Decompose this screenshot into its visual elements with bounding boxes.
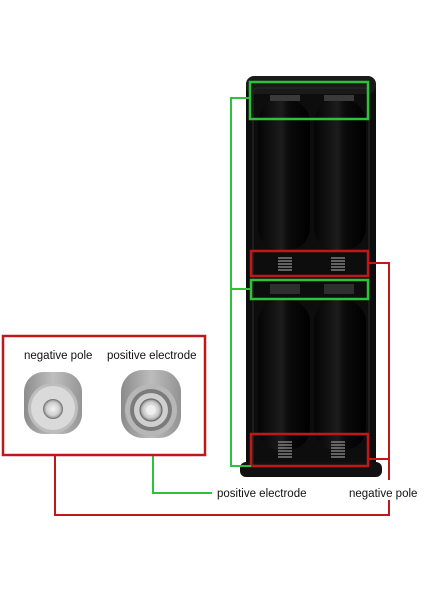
positive-label-leader: [152, 455, 212, 494]
battery-cell-lower-left: [258, 300, 310, 450]
battery-positive-electrode-image: [121, 370, 181, 438]
spring-middle-right: [331, 257, 345, 271]
positive-connector-line: [230, 97, 251, 467]
negative-label-leader: [54, 455, 390, 516]
mid-contact-left: [270, 284, 300, 294]
battery-negative-pole-image: [24, 372, 82, 434]
top-contact-left: [270, 95, 300, 101]
mid-contact-right: [324, 284, 354, 294]
battery-cell-upper-left: [258, 100, 310, 250]
positive-electrode-callout: positive electrode: [217, 488, 307, 500]
battery-cell-upper-right: [314, 100, 366, 250]
inset-positive-label: positive electrode: [107, 350, 197, 362]
battery-cell-lower-right: [314, 300, 366, 450]
spring-bottom-right: [331, 441, 345, 458]
top-contact-right: [324, 95, 354, 101]
negative-spring-box-bottom: [249, 432, 370, 468]
spring-bottom-left: [278, 441, 292, 458]
holder-top-cap: [246, 76, 376, 94]
spring-middle-left: [278, 257, 292, 271]
negative-connector-line: [368, 262, 390, 480]
positive-contact-box-top: [248, 80, 370, 121]
holder-bottom-base: [240, 462, 382, 477]
inset-negative-label: negative pole: [24, 350, 92, 362]
negative-pole-callout: negative pole: [349, 488, 417, 500]
